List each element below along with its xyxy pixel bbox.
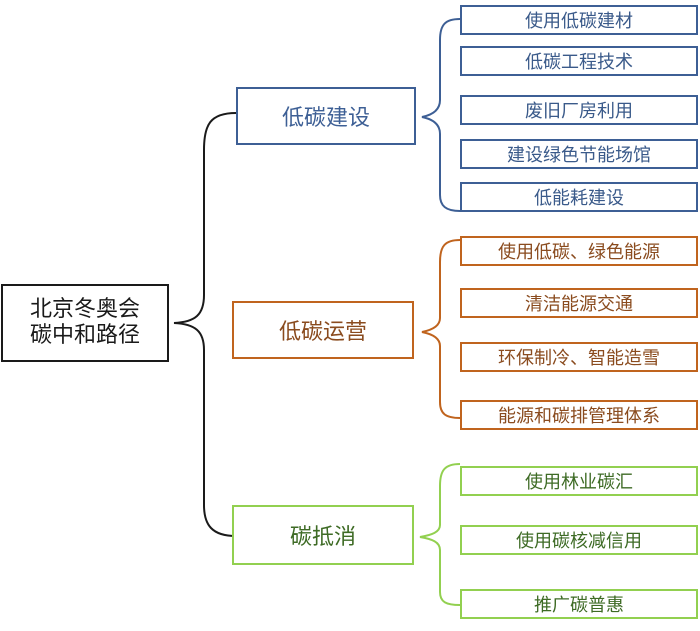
leaf-label: 环保制冷、智能造雪: [498, 348, 660, 369]
branch-label: 低碳建设: [281, 106, 370, 131]
brace-low-carbon-construction: [421, 18, 461, 212]
leaf-node[interactable]: 建设绿色节能场馆: [460, 139, 698, 169]
leaf-node[interactable]: 推广碳普惠: [460, 589, 698, 619]
leaf-label: 使用碳核减信用: [516, 531, 642, 552]
brace-carbon-offset: [419, 463, 461, 606]
leaf-node[interactable]: 低能耗建设: [460, 182, 698, 212]
branch-low-carbon-operation[interactable]: 低碳运营: [232, 301, 414, 359]
leaf-label: 使用林业碳汇: [525, 472, 633, 493]
leaf-node[interactable]: 使用低碳、绿色能源: [460, 236, 698, 266]
leaf-label: 清洁能源交通: [525, 294, 633, 315]
leaf-label: 低碳工程技术: [525, 52, 633, 73]
leaf-label: 建设绿色节能场馆: [507, 145, 651, 166]
leaf-node[interactable]: 环保制冷、智能造雪: [460, 342, 698, 372]
branch-label: 低碳运营: [278, 320, 367, 345]
root-line-2: 碳中和路径: [29, 323, 140, 348]
leaf-node[interactable]: 废旧厂房利用: [460, 95, 698, 125]
branch-low-carbon-construction[interactable]: 低碳建设: [236, 87, 416, 145]
root-brace: [173, 112, 237, 537]
branch-carbon-offset[interactable]: 碳抵消: [232, 505, 414, 565]
leaf-node[interactable]: 使用碳核减信用: [460, 525, 698, 555]
leaf-label: 使用低碳、绿色能源: [498, 242, 660, 263]
leaf-node[interactable]: 清洁能源交通: [460, 288, 698, 318]
brace-low-carbon-operation: [421, 239, 461, 419]
root-line-1: 北京冬奥会: [29, 297, 140, 322]
leaf-label: 废旧厂房利用: [525, 101, 633, 122]
leaf-label: 低能耗建设: [534, 188, 624, 209]
leaf-label: 推广碳普惠: [534, 595, 624, 616]
leaf-node[interactable]: 能源和碳排管理体系: [460, 400, 698, 430]
leaf-label: 使用低碳建材: [525, 11, 633, 32]
leaf-node[interactable]: 使用低碳建材: [460, 5, 698, 35]
branch-label: 碳抵消: [289, 525, 356, 550]
leaf-label: 能源和碳排管理体系: [498, 406, 660, 427]
leaf-node[interactable]: 低碳工程技术: [460, 46, 698, 76]
leaf-node[interactable]: 使用林业碳汇: [460, 466, 698, 496]
root-node[interactable]: 北京冬奥会 碳中和路径: [1, 284, 169, 362]
